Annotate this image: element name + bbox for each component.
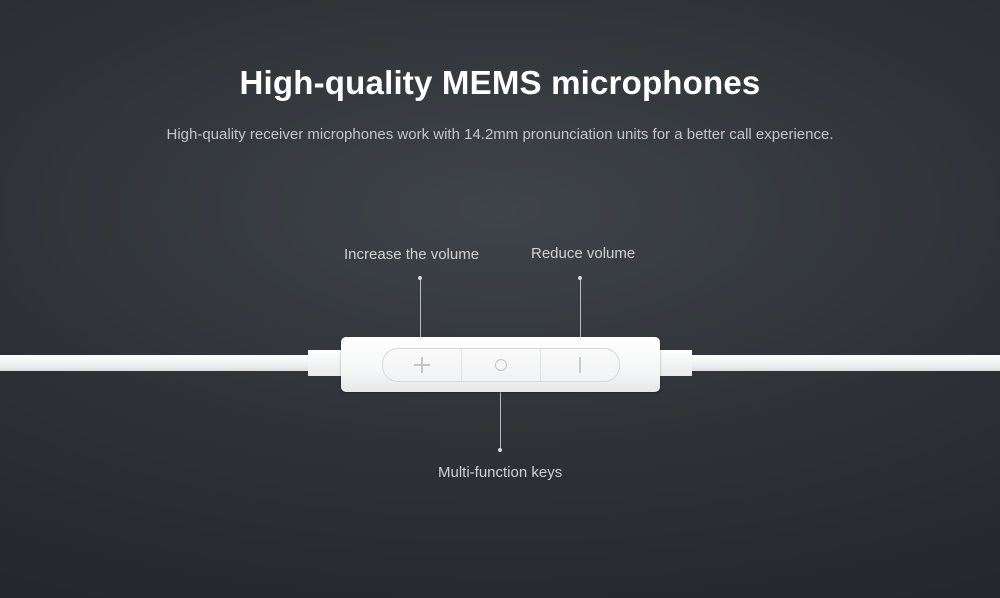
leader-dot-multi [498, 448, 502, 452]
leader-dot-increase [418, 276, 422, 280]
leader-line-increase [420, 280, 421, 338]
cable-strain-relief-left [308, 350, 344, 376]
circle-icon [495, 359, 507, 371]
plus-icon [414, 357, 430, 373]
leader-dot-reduce [578, 276, 582, 280]
cable-strain-relief-right [656, 350, 692, 376]
page-title: High-quality MEMS microphones [239, 64, 761, 101]
volume-down-button [540, 349, 619, 381]
callout-increase-volume: Increase the volume [344, 246, 480, 263]
remote-button-strip [382, 348, 620, 382]
inline-remote-control [341, 337, 660, 392]
earphone-cable-left [0, 355, 316, 371]
leader-line-reduce [580, 280, 581, 338]
page-subtitle: High-quality receiver microphones work w… [166, 126, 834, 143]
minus-bar-icon [579, 357, 581, 373]
callout-multi-function: Multi-function keys [438, 464, 563, 481]
callout-reduce-volume: Reduce volume [531, 245, 636, 262]
volume-up-button [383, 349, 461, 381]
leader-line-multi [500, 392, 501, 448]
earphone-cable-right [690, 355, 1000, 371]
multi-function-button [461, 349, 540, 381]
